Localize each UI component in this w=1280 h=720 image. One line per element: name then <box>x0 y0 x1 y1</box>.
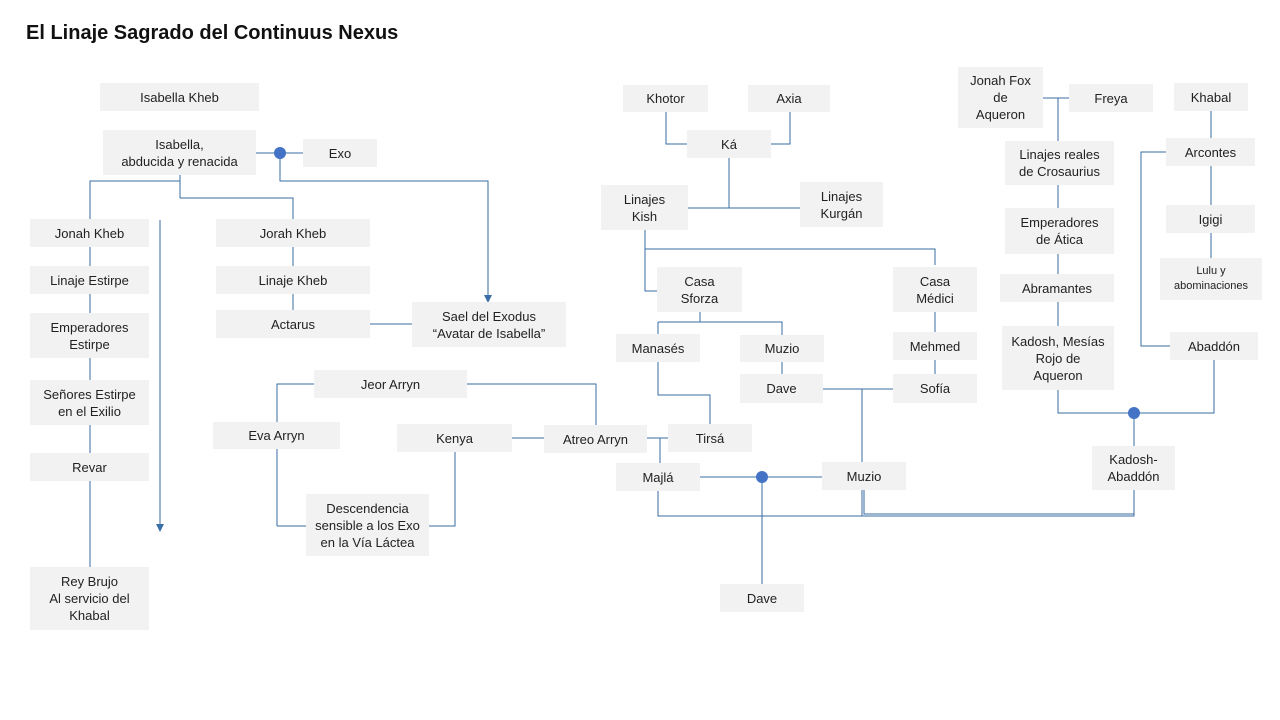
node-kenya: Kenya <box>397 424 512 452</box>
node-abaddon: Abaddón <box>1170 332 1258 360</box>
node-kadosh-mesias: Kadosh, Mesías Rojo de Aqueron <box>1002 326 1114 390</box>
node-emperadores-atica: Emperadores de Ática <box>1005 208 1114 254</box>
node-eva-arryn: Eva Arryn <box>213 422 340 449</box>
node-atreo-arryn: Atreo Arryn <box>544 425 647 453</box>
node-jorah-kheb: Jorah Kheb <box>216 219 370 247</box>
node-emperadores-estirpe: Emperadores Estirpe <box>30 313 149 358</box>
node-isabella-kheb: Isabella Kheb <box>100 83 259 111</box>
node-majla: Majlá <box>616 463 700 491</box>
node-ka: Ká <box>687 130 771 158</box>
node-linaje-estirpe: Linaje Estirpe <box>30 266 149 294</box>
node-kadosh-abaddon: Kadosh- Abaddón <box>1092 446 1175 490</box>
node-igigi: Igigi <box>1166 205 1255 233</box>
node-sael: Sael del Exodus “Avatar de Isabella” <box>412 302 566 347</box>
node-casa-sforza: Casa Sforza <box>657 267 742 312</box>
node-khotor: Khotor <box>623 85 708 112</box>
node-rey-brujo: Rey Brujo Al servicio del Khabal <box>30 567 149 630</box>
node-abramantes: Abramantes <box>1000 274 1114 302</box>
node-revar: Revar <box>30 453 149 481</box>
node-actarus: Actarus <box>216 310 370 338</box>
node-senores-estirpe: Señores Estirpe en el Exilio <box>30 380 149 425</box>
node-exo: Exo <box>303 139 377 167</box>
node-mehmed: Mehmed <box>893 332 977 360</box>
node-khabal: Khabal <box>1174 83 1248 111</box>
node-sofia: Sofía <box>893 374 977 403</box>
node-dave-mid: Dave <box>740 374 823 403</box>
node-linajes-kurgan: Linajes Kurgán <box>800 182 883 227</box>
node-linajes-kish: Linajes Kish <box>601 185 688 230</box>
node-casa-medici: Casa Médici <box>893 267 977 312</box>
node-jonah-fox: Jonah Fox de Aqueron <box>958 67 1043 128</box>
node-manases: Manasés <box>616 334 700 362</box>
node-muzio-top: Muzio <box>740 335 824 362</box>
diagram-title: El Linaje Sagrado del Continuus Nexus <box>26 22 399 44</box>
node-linaje-kheb: Linaje Kheb <box>216 266 370 294</box>
node-axia: Axia <box>748 85 830 112</box>
node-descendencia: Descendencia sensible a los Exo en la Ví… <box>306 494 429 556</box>
node-arcontes: Arcontes <box>1166 138 1255 166</box>
node-tirsa: Tirsá <box>668 424 752 452</box>
node-freya: Freya <box>1069 84 1153 112</box>
node-jeor-arryn: Jeor Arryn <box>314 370 467 398</box>
node-muzio-bottom: Muzio <box>822 462 906 490</box>
node-linajes-reales: Linajes reales de Crosaurius <box>1005 141 1114 185</box>
node-isabella-abducida: Isabella, abducida y renacida <box>103 130 256 175</box>
node-lulu: Lulu y abominaciones <box>1160 258 1262 300</box>
node-dave-bottom: Dave <box>720 584 804 612</box>
node-jonah-kheb: Jonah Kheb <box>30 219 149 247</box>
